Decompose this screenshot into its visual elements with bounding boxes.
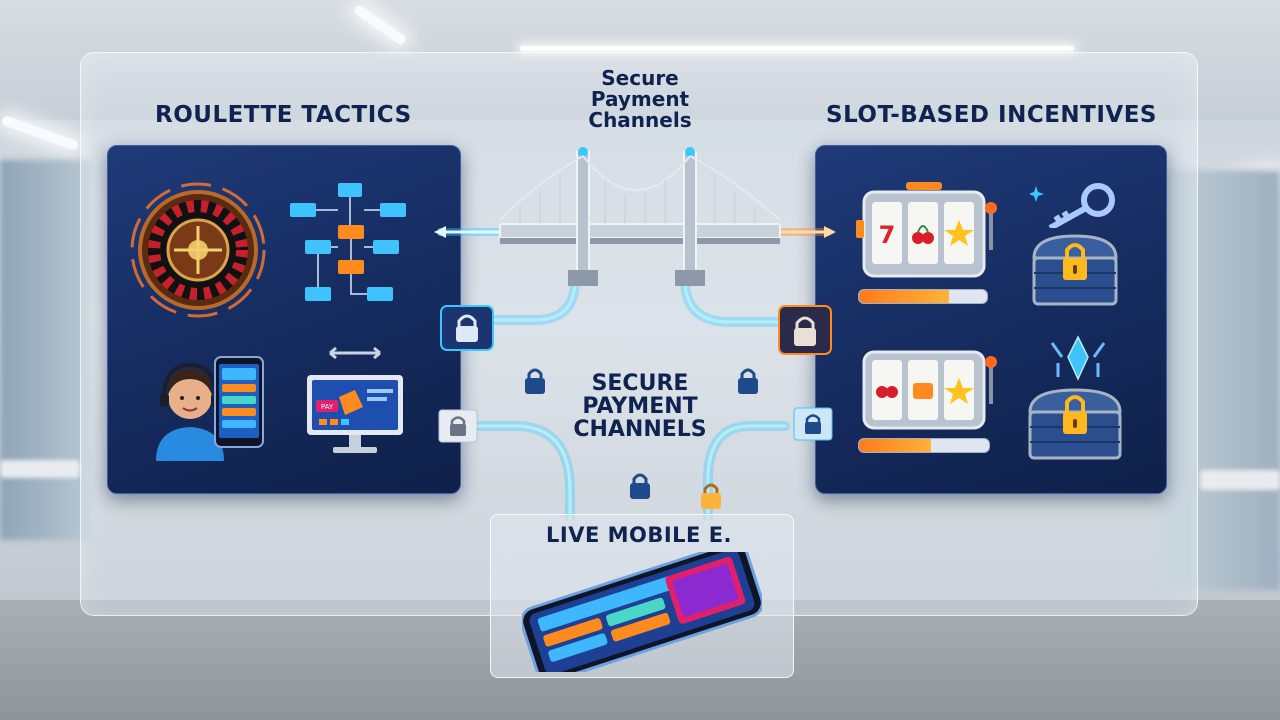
treasure-chest-icon <box>1032 234 1118 306</box>
svg-text:7: 7 <box>879 221 896 249</box>
flowchart-icon <box>290 183 406 301</box>
roulette-wheel-icon <box>130 182 266 318</box>
lock-icon <box>793 407 833 441</box>
desktop-monitor-icon: PAY <box>307 346 403 453</box>
title-line: Secure <box>601 66 679 90</box>
lock-icon <box>438 409 478 443</box>
lock-icon <box>630 473 650 499</box>
treasure-chest-icon <box>1028 388 1122 460</box>
smartphone-icon <box>214 356 264 448</box>
title-line: SECURE <box>591 371 689 396</box>
slot-progress-bar <box>858 438 990 453</box>
slot-machine-icon: 7 <box>856 182 997 278</box>
background-ceiling <box>0 0 1280 120</box>
diamond-icon <box>1050 335 1106 381</box>
progress-fill <box>859 439 931 452</box>
title-line: CHANNELS <box>573 417 707 443</box>
secure-payment-title-middle: SECURE PAYMENT CHANNELS <box>560 372 720 441</box>
lock-icon <box>738 368 758 394</box>
key-icon <box>1030 183 1115 228</box>
title-line: Payment <box>590 87 690 111</box>
panel-glow <box>520 46 1074 51</box>
roulette-tactics-title: ROULETTE TACTICS <box>155 102 412 128</box>
lock-icon <box>778 305 832 355</box>
background-desk <box>0 460 80 478</box>
slot-incentives-title: SLOT-BASED INCENTIVES <box>826 102 1157 128</box>
mobile-phone-icon <box>522 552 762 672</box>
lock-icon <box>440 305 494 351</box>
background-desk <box>1200 470 1280 490</box>
slot-progress-bar <box>858 289 988 304</box>
payment-bridge-diagram <box>434 147 836 520</box>
title-line: PAYMENT <box>582 394 698 420</box>
monitor-label: PAY <box>321 403 334 411</box>
secure-payment-title-top: Secure Payment Channels <box>570 68 710 131</box>
ceiling-light <box>0 114 80 152</box>
slot-machine-icon <box>862 350 997 430</box>
background-window <box>1160 170 1280 590</box>
title-line: Channels <box>588 108 692 132</box>
support-agent-icon <box>156 362 224 461</box>
progress-fill <box>859 290 949 303</box>
background-window <box>0 160 90 540</box>
live-mobile-title: LIVE MOBILE E. <box>546 523 733 547</box>
lock-icon <box>525 368 545 394</box>
lock-icon <box>701 483 721 509</box>
